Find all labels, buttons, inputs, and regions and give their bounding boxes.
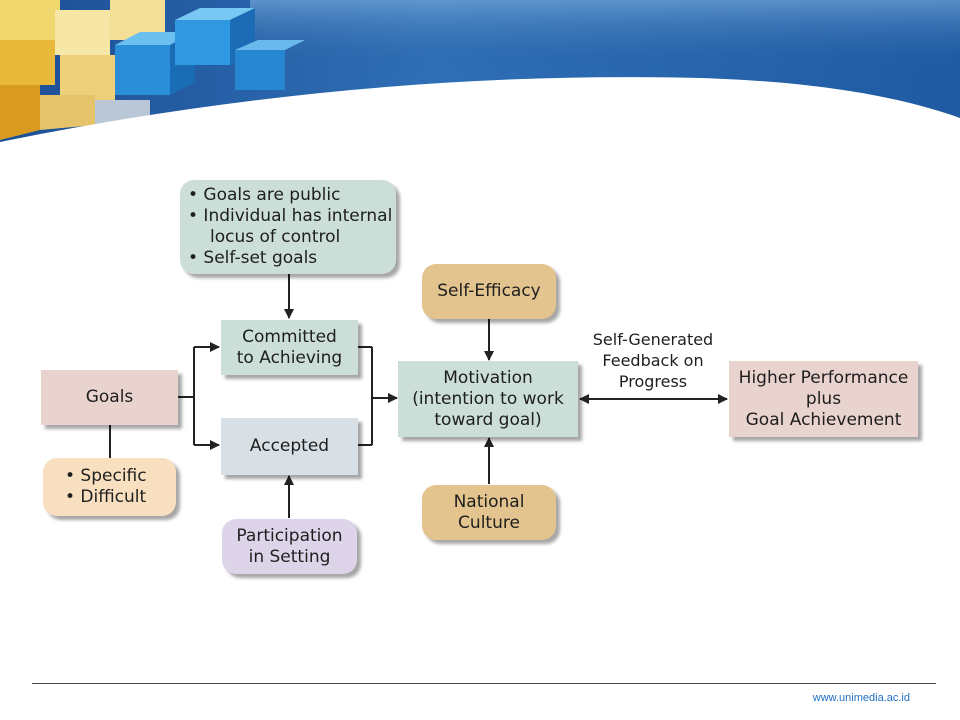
goals-label: Goals <box>85 387 134 407</box>
committed-line-2: to Achieving <box>236 347 343 368</box>
motivation-box: Motivation (intention to work toward goa… <box>398 361 578 437</box>
committed-line-1: Committed <box>242 326 337 347</box>
outcome-box: Higher Performance plus Goal Achievement <box>729 361 918 437</box>
self-efficacy-label: Self-Efficacy <box>437 281 541 301</box>
national-culture-box: National Culture <box>422 485 556 540</box>
outcome-line-3: Goal Achievement <box>745 409 902 430</box>
attribute-difficult: • Difficult <box>65 487 147 507</box>
motivation-line-2: (intention to work <box>412 388 564 409</box>
condition-self-set: • Self-set goals <box>188 248 318 268</box>
culture-line-1: National <box>453 491 525 512</box>
outcome-line-1: Higher Performance <box>738 367 909 388</box>
accepted-box: Accepted <box>221 418 358 475</box>
cubes-graphic <box>0 0 305 140</box>
header-banner <box>0 0 960 150</box>
feedback-line-1: Self-Generated <box>592 330 714 349</box>
goals-box: Goals <box>41 370 178 425</box>
commitment-conditions-box: • Goals are public • Individual has inte… <box>180 180 396 274</box>
participation-line-2: in Setting <box>248 546 331 567</box>
goal-attributes-box: • Specific • Difficult <box>43 458 176 516</box>
footer-url: www.unimedia.ac.id <box>812 692 910 704</box>
footer-divider <box>32 683 936 684</box>
condition-locus: locus of control <box>210 227 341 247</box>
outcome-line-2: plus <box>805 388 842 409</box>
accepted-label: Accepted <box>249 436 330 456</box>
culture-line-2: Culture <box>458 512 520 533</box>
condition-public: • Goals are public <box>188 185 341 205</box>
feedback-line-2: Feedback on <box>602 351 704 370</box>
participation-line-1: Participation <box>236 525 343 546</box>
self-efficacy-box: Self-Efficacy <box>422 264 556 319</box>
motivation-line-1: Motivation <box>443 367 533 388</box>
attribute-specific: • Specific <box>65 466 147 486</box>
condition-internal: • Individual has internal <box>188 206 393 226</box>
feedback-line-3: Progress <box>618 372 688 391</box>
feedback-label: Self-Generated Feedback on Progress <box>578 329 728 392</box>
committed-box: Committed to Achieving <box>221 320 358 375</box>
motivation-line-3: toward goal) <box>434 409 542 430</box>
participation-box: Participation in Setting <box>222 519 357 574</box>
